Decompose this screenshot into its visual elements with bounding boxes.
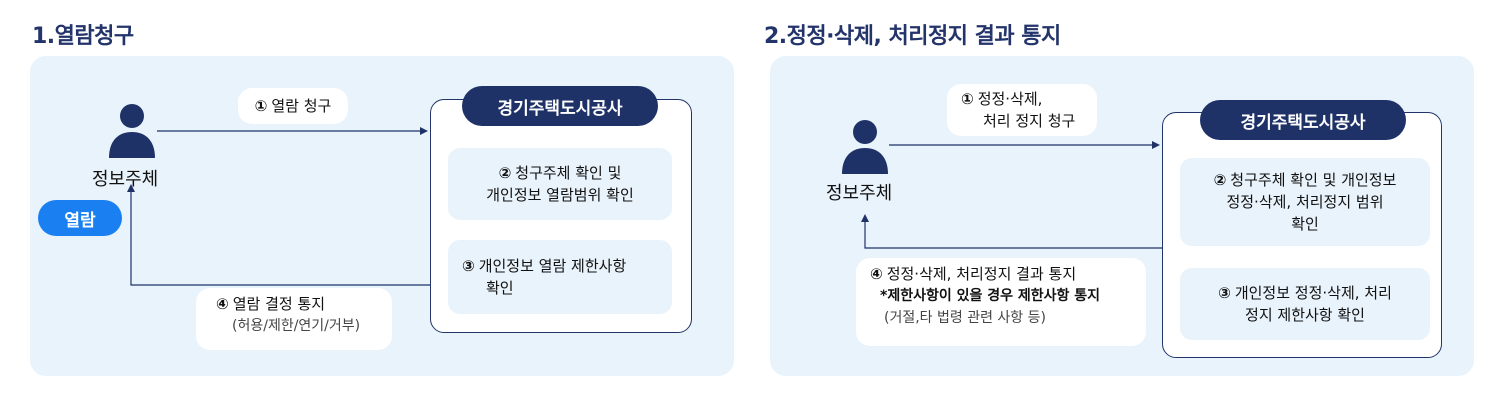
section1-org-pill: 경기주택도시공사: [462, 86, 658, 126]
step-number: ①: [961, 90, 974, 108]
step-number: ③: [462, 257, 475, 275]
step-line: 확인: [486, 279, 514, 297]
step-number: ④: [870, 265, 883, 283]
notice-line: (거절,타 법령 관련 사항 등): [884, 310, 1046, 326]
notice-line: 열람 결정 통지: [232, 295, 326, 313]
step-line: 개인정보 열람 제한사항: [478, 257, 627, 275]
notice-line: 정정·삭제, 처리정지 결과 통지: [886, 265, 1077, 283]
section1-request-label: ① 열람 청구: [238, 88, 348, 124]
section1-person-label: 정보주체: [92, 169, 159, 190]
request-text: 열람 청구: [271, 97, 332, 115]
request-line: 처리 정지 청구: [983, 112, 1076, 130]
section2-org-pill: 경기주택도시공사: [1200, 100, 1406, 140]
notice-line: (허용/제한/연기/거부): [232, 318, 361, 334]
step-number: ①: [254, 97, 268, 115]
step-number: ③: [1218, 284, 1231, 302]
step-number: ②: [1213, 171, 1227, 189]
request-line: 정정·삭제,: [977, 90, 1043, 108]
step-line: 개인정보 열람범위 확인: [486, 186, 634, 204]
step-line: 정정·삭제, 처리정지 범위: [1226, 193, 1384, 211]
step-line: 개인정보 정정·삭제, 처리: [1234, 284, 1392, 302]
step-line: 청구주체 확인 및: [515, 164, 622, 182]
notice-line: *제한사항이 있을 경우 제한사항 통지: [880, 288, 1101, 304]
step-number: ④: [216, 295, 229, 313]
view-badge: 열람: [38, 200, 122, 236]
section1-title: 1.열람청구: [32, 24, 134, 49]
section2-person-label: 정보주체: [826, 183, 893, 204]
step-number: ②: [498, 164, 512, 182]
person-icon: [109, 104, 155, 158]
person-icon: [842, 120, 888, 174]
step-line: 정지 제한사항 확인: [1245, 306, 1365, 324]
section2-title: 2.정정·삭제, 처리정지 결과 통지: [764, 24, 1061, 49]
step-line: 확인: [1291, 215, 1319, 233]
step-line: 청구주체 확인 및 개인정보: [1230, 171, 1397, 189]
